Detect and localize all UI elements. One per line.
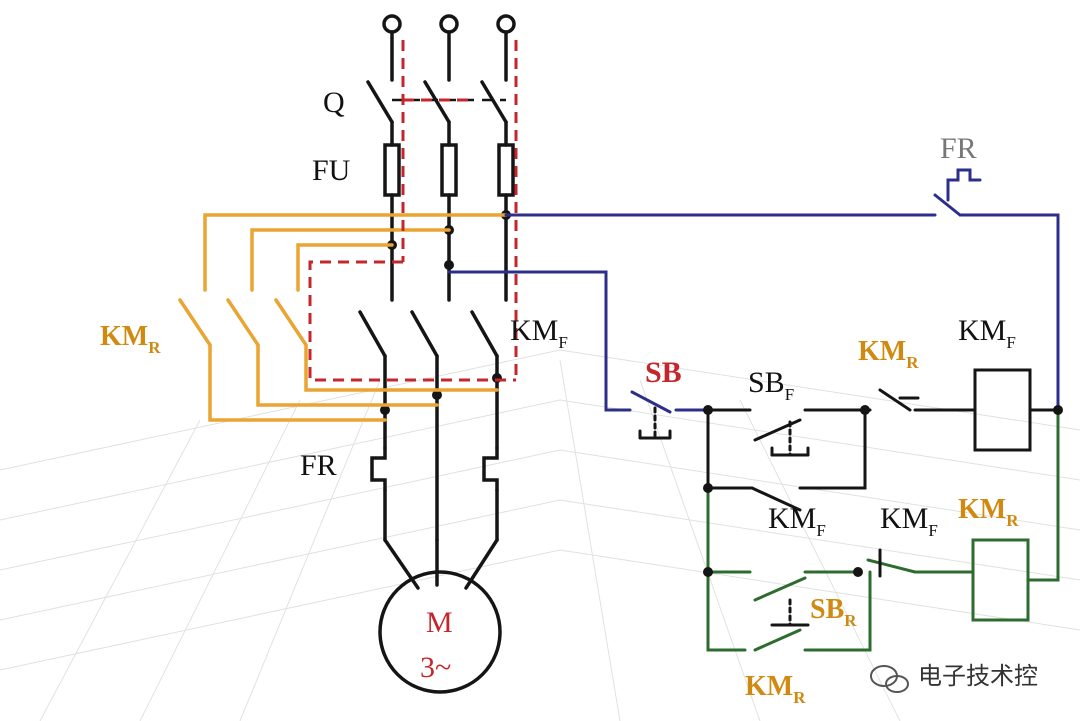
km-f-contact-1 (358, 310, 387, 358)
label-motor: M (426, 606, 453, 639)
control-circuit-dark (638, 368, 1060, 512)
terminal-l2 (439, 14, 459, 34)
label-sb-r: SBR (810, 594, 857, 630)
motor-symbol (378, 570, 502, 694)
label-motor-phase: 3~ (420, 651, 451, 684)
background-grid (0, 349, 1080, 721)
label-km-r-interlock: KMR (858, 336, 919, 372)
fuse-3 (497, 143, 515, 197)
sb-f-contact (753, 418, 802, 442)
km-r-coil (971, 538, 1030, 622)
breaker-q-blade-2 (423, 80, 451, 124)
breaker-q-blade-3 (480, 80, 508, 124)
km-f-contact-3 (470, 310, 499, 358)
control-circuit-green (706, 408, 1060, 652)
label-km-f-coil: KMF (958, 314, 1016, 352)
label-km-r-coil: KMR (958, 494, 1019, 530)
km-r-contact-3 (274, 298, 308, 347)
terminal-l3 (496, 14, 516, 34)
watermark-text: 电子技术控 (918, 662, 1038, 690)
thermal-relay-heater-3 (482, 446, 499, 492)
fuse-1 (383, 143, 401, 197)
breaker-q-blade-1 (366, 80, 394, 124)
wechat-icon (870, 665, 909, 693)
km-f-interlock-contact (866, 558, 917, 574)
control-circuit-blue (447, 168, 1060, 414)
fr-control-contact (933, 193, 962, 217)
sb-r-contact (753, 576, 807, 602)
km-r-contact-1 (178, 298, 212, 347)
label-km-f-main: KMF (510, 314, 568, 352)
label-fr-control: FR (940, 132, 977, 165)
label-km-r-main: KMR (100, 321, 161, 357)
km-f-hold-contact (750, 486, 802, 512)
thermal-relay-heater-1 (370, 446, 387, 492)
label-km-r-hold: KMR (745, 671, 806, 707)
power-circuit (358, 14, 516, 694)
current-path (308, 40, 518, 382)
terminal-l1 (382, 14, 402, 34)
label-km-f-interlock: KMF (880, 502, 938, 540)
km-f-contact-2 (410, 310, 439, 358)
km-r-hold-contact (753, 628, 802, 652)
label-fu: FU (312, 154, 351, 187)
control-junctions (703, 405, 1063, 577)
reverse-branch (178, 213, 508, 422)
label-q: Q (323, 86, 345, 119)
label-fr-main: FR (300, 449, 337, 482)
label-sb-f: SBF (748, 366, 794, 404)
km-r-interlock-contact (878, 388, 912, 412)
sb-stop-contact (630, 390, 672, 414)
label-km-f-hold: KMF (768, 502, 826, 540)
km-r-contact-2 (226, 298, 260, 347)
km-f-coil (973, 368, 1032, 452)
label-sb: SB (645, 356, 682, 389)
fuse-2 (440, 143, 458, 197)
